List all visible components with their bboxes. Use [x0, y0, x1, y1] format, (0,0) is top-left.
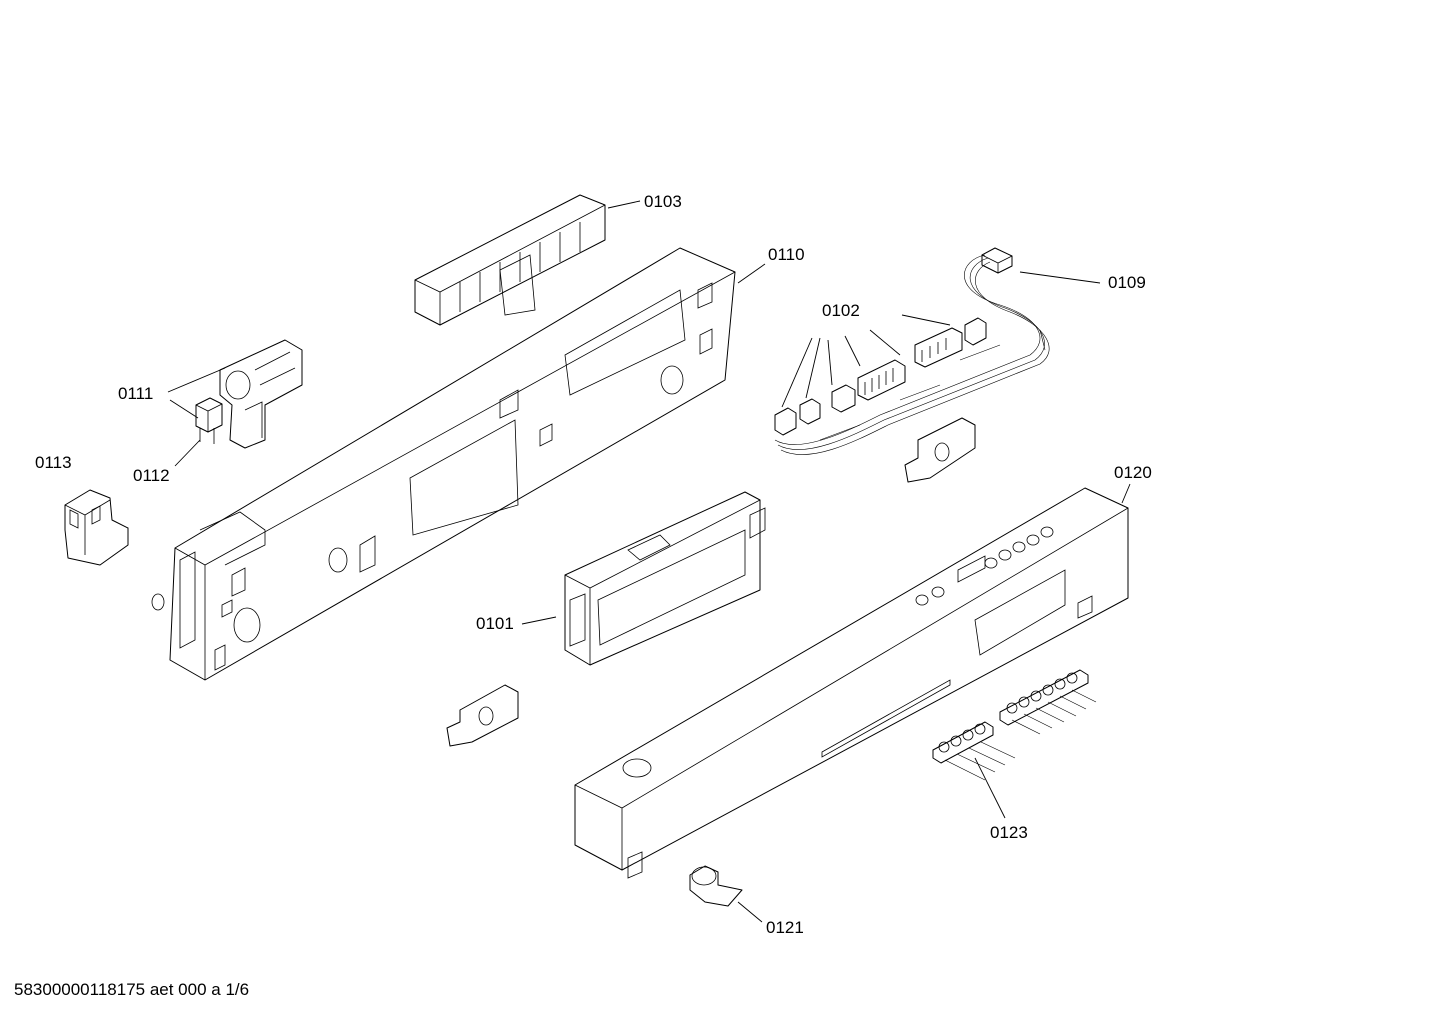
part-0111-switch	[219, 339, 303, 449]
label-0111: 0111	[118, 384, 153, 403]
label-0121: 0121	[766, 918, 804, 937]
label-0102: 0102	[822, 301, 860, 320]
label-0101: 0101	[476, 614, 514, 633]
part-0120-front-panel	[574, 487, 1129, 879]
drawing-number-footer: 58300000118175 aet 000 a 1/6	[14, 980, 250, 999]
label-0110: 0110	[768, 245, 805, 264]
part-0112-small-relay	[195, 397, 223, 444]
part-0113-holder	[64, 489, 129, 566]
part-0102-wiring-harness	[774, 254, 1050, 455]
part-0121-clip	[689, 865, 743, 907]
label-0123: 0123	[990, 823, 1028, 842]
label-0109: 0109	[1108, 273, 1146, 292]
label-0103: 0103	[644, 192, 682, 211]
part-0103-relay-block	[414, 194, 606, 326]
label-0120: 0120	[1114, 463, 1152, 482]
part-0109-plug	[981, 247, 1013, 274]
label-0112: 0112	[133, 466, 170, 485]
part-0110-control-frame	[151, 247, 736, 681]
label-0113: 0113	[35, 453, 72, 472]
part-bracket-lower	[446, 684, 519, 747]
part-0123-button-strips	[932, 669, 1097, 781]
part-bracket-upper	[904, 417, 976, 483]
part-0101-display-module	[564, 491, 766, 666]
